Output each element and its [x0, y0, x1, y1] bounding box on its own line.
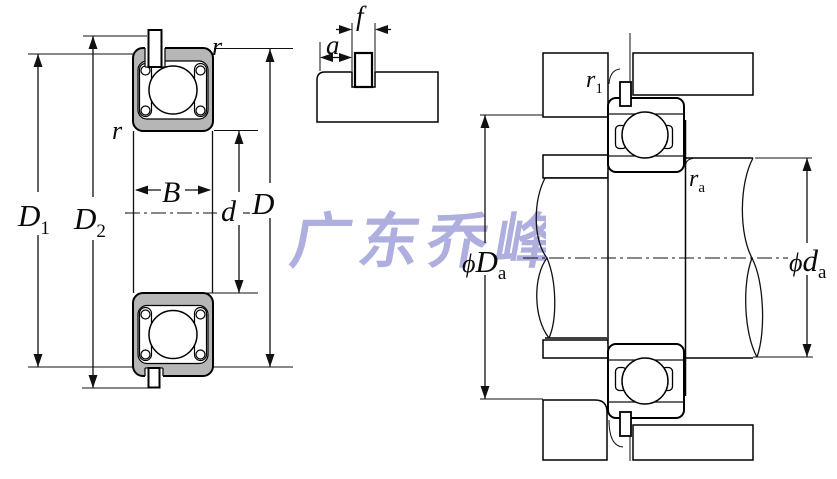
bearing-upper-section: [132, 29, 214, 132]
dim-label-phi-Da: ϕDa: [462, 244, 507, 284]
ball: [148, 309, 198, 360]
dim-label-r-top: r: [212, 32, 223, 61]
seal-lip: [195, 309, 206, 320]
dim-label-phi-da: ϕda: [789, 243, 827, 283]
dim-label-f: f: [356, 1, 367, 31]
dim-label-d: d: [221, 195, 237, 228]
seal-lip: [195, 105, 206, 116]
seal-lip: [140, 309, 151, 320]
dim-label-ra: ra: [689, 166, 705, 196]
mounted-view: r1 ra ϕDa ϕda: [462, 33, 827, 461]
snap-ring: [147, 29, 163, 68]
seal-lip: [195, 349, 206, 360]
dim-label-D2: D2: [73, 201, 106, 242]
dim-label-D: D: [251, 186, 274, 221]
groove-detail-view: f a: [316, 1, 439, 123]
end-cap-top: [632, 52, 754, 96]
bearing-side-faces: [132, 131, 214, 293]
spacer-ring-bottom: [542, 339, 609, 359]
dim-label-r1: r1: [586, 67, 603, 97]
mounted-bearing-top-section: [607, 68, 685, 173]
seal-lip: [140, 105, 151, 116]
snap-ring: [619, 411, 632, 437]
front-view: D1 D2 B d D r r: [17, 29, 293, 389]
extension-lines: [319, 23, 376, 71]
shaft-surfaces: [545, 157, 753, 359]
spacer-ring-top: [542, 154, 609, 179]
dim-label-B: B: [162, 176, 180, 209]
ball: [148, 65, 198, 115]
arrowheads: [480, 115, 812, 399]
dim-label-a: a: [326, 30, 340, 60]
mounted-bearing-bottom-section: [607, 343, 685, 448]
shaft-break-left: [535, 177, 556, 339]
arrowheads: [320, 25, 388, 62]
housing-block: [316, 71, 439, 123]
bearing-lower-section: [132, 292, 214, 389]
snap-ring-fillet: [608, 419, 624, 448]
seal-lip: [140, 349, 151, 360]
snap-ring: [619, 81, 632, 107]
seal-lip: [195, 65, 206, 76]
shoulder-fillet-ra: [685, 158, 694, 167]
snap-ring: [147, 367, 161, 389]
end-cap-bottom: [632, 424, 754, 461]
arrowheads: [33, 36, 275, 388]
watermark-text: 广东乔峰: [285, 207, 569, 276]
dim-label-D1: D1: [17, 198, 50, 239]
housing-shoulder-top: [542, 52, 609, 118]
dim-label-r-side: r: [112, 116, 123, 145]
snap-ring: [353, 51, 374, 89]
ball: [621, 357, 669, 405]
extension-lines: [480, 114, 813, 400]
snap-ring-fillet: [608, 68, 621, 85]
housing-shoulder-bottom: [542, 399, 608, 461]
ball: [621, 111, 669, 159]
